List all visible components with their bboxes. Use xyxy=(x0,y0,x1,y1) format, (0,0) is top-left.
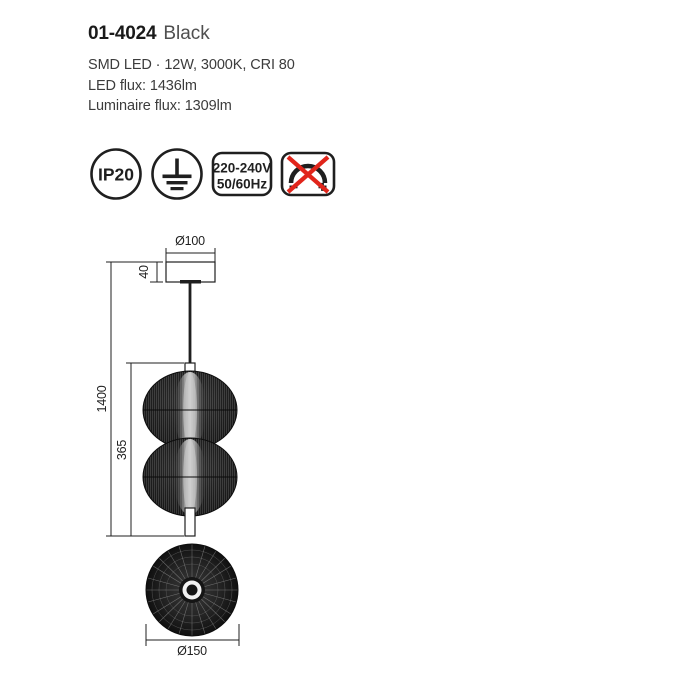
product-code: 01-4024 xyxy=(88,23,157,44)
fixture-height-dimension: 365 xyxy=(115,362,184,537)
voltage-line-2: 50/60Hz xyxy=(217,177,268,192)
canopy-dimension-group: Ø100 xyxy=(165,234,216,262)
ip20-badge-icon: IP20 xyxy=(90,148,142,200)
plan-view xyxy=(145,543,239,637)
non-dimmable-icon xyxy=(280,151,336,197)
spec-line-lamp: SMD LED · 12W, 3000K, CRI 80 xyxy=(88,57,295,73)
dim-fixture-height: 365 xyxy=(115,440,129,461)
shade-diameter-dimension: Ø150 xyxy=(145,624,240,658)
certification-badges: IP20 220-240V 50/60Hz xyxy=(89,147,336,201)
dim-canopy-height: 40 xyxy=(137,265,151,279)
upper-shade xyxy=(142,370,238,450)
product-specifications: SMD LED · 12W, 3000K, CRI 80 LED flux: 1… xyxy=(88,55,648,117)
lower-shade xyxy=(142,437,238,517)
canopy xyxy=(165,261,216,283)
product-header: 01-4024 Black SMD LED · 12W, 3000K, CRI 8… xyxy=(88,22,648,117)
page-title: 01-4024 Black xyxy=(88,22,648,46)
canopy-height-dimension: 40 xyxy=(137,261,163,283)
dim-total-drop: 1400 xyxy=(95,385,109,412)
dim-canopy-diameter: Ø100 xyxy=(175,234,205,248)
dim-shade-diameter: Ø150 xyxy=(177,644,207,658)
earth-ground-icon xyxy=(151,148,203,200)
voltage-badge-icon: 220-240V 50/60Hz xyxy=(211,151,273,197)
spec-line-led-flux: LED flux: 1436lm xyxy=(88,77,197,94)
lower-rod xyxy=(184,507,196,537)
spec-line-luminaire-flux: Luminaire flux: 1309lm xyxy=(88,98,232,114)
product-finish: Black xyxy=(163,23,210,44)
ip20-label: IP20 xyxy=(98,165,134,185)
voltage-line-1: 220-240V xyxy=(213,161,272,176)
